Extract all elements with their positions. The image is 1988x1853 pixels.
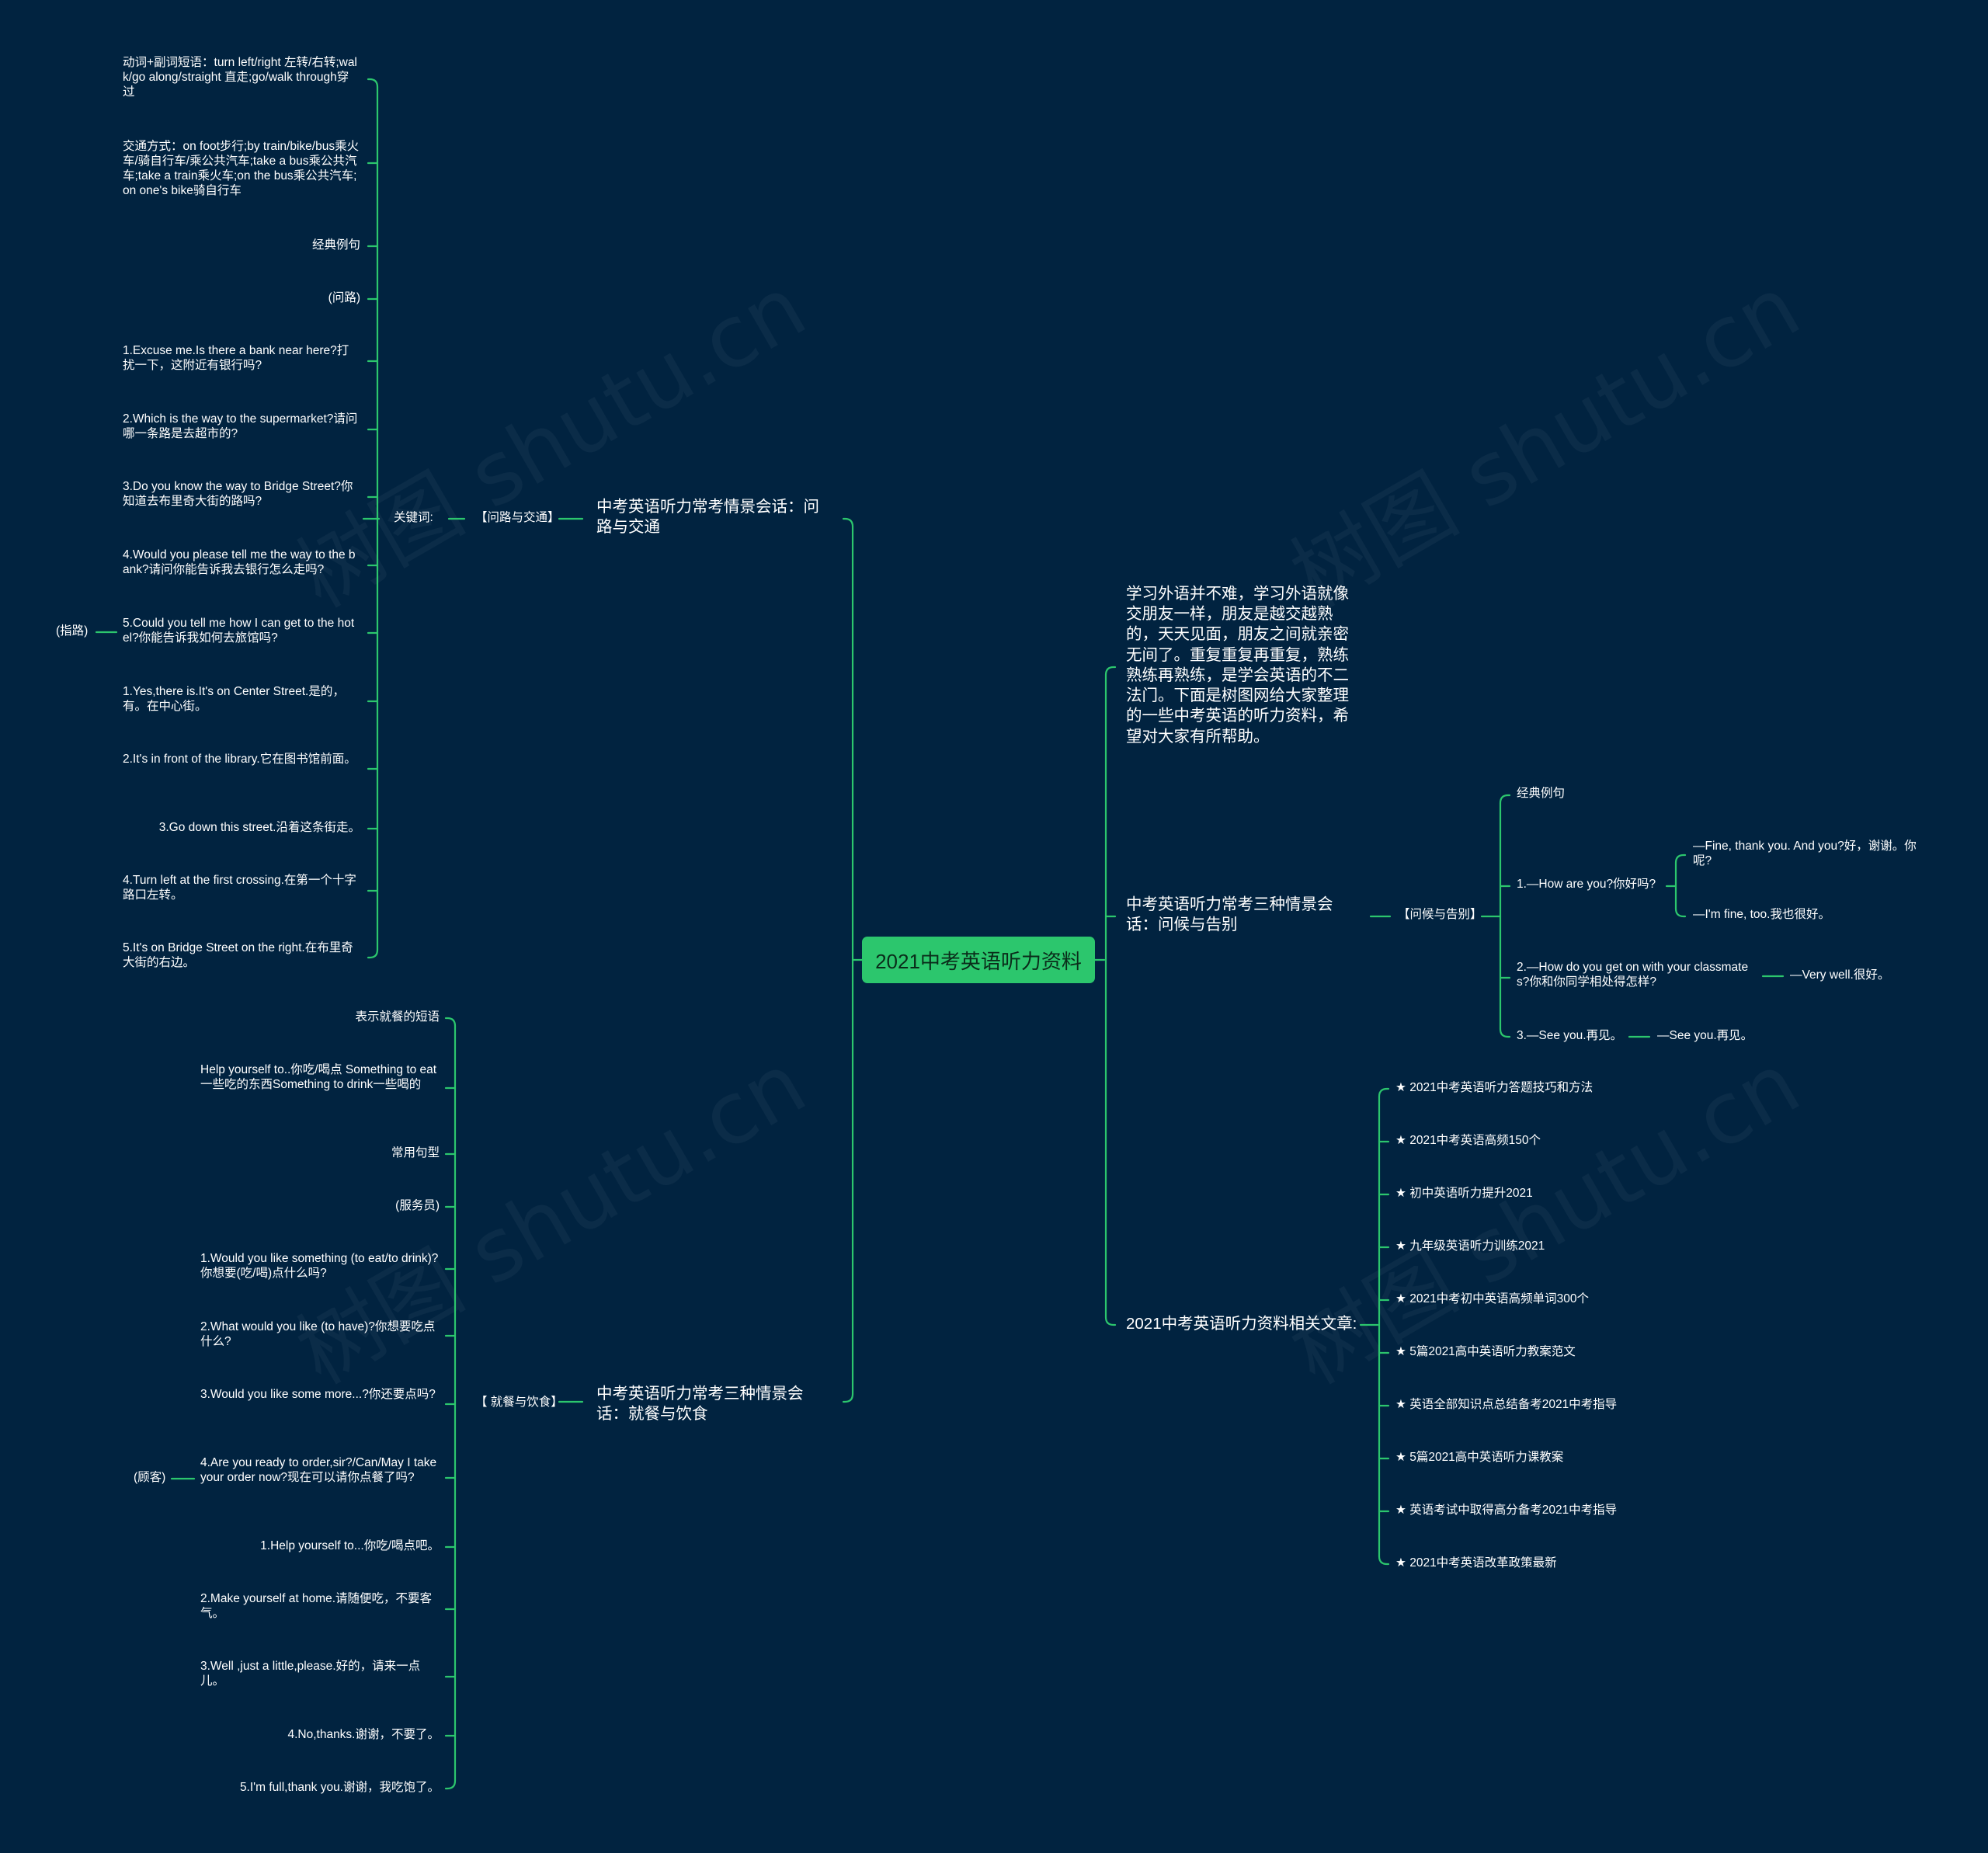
related-article-link[interactable]: ★ 九年级英语听力训练2021 xyxy=(1395,1239,1545,1253)
directions-item[interactable]: 5.It's on Bridge Street on the right.在布里… xyxy=(123,941,353,969)
related-article-link[interactable]: ★ 英语考试中取得高分备考2021中考指导 xyxy=(1395,1504,1618,1517)
connector-line xyxy=(842,1392,854,1403)
dining-item[interactable]: 4.Are you ready to order,sir?/Can/May I … xyxy=(200,1456,437,1484)
directions-item[interactable]: 2.It's in front of the library.它在图书馆前面。 xyxy=(123,753,356,766)
connector-line xyxy=(1499,1027,1511,1038)
dining-item[interactable]: 2.Make yourself at home.请随便吃，不要客气。 xyxy=(200,1592,433,1620)
related-article-link[interactable]: ★ 2021中考英语高频150个 xyxy=(1395,1134,1541,1147)
directions-item[interactable]: 3.Go down this street.沿着这条街走。 xyxy=(158,821,360,834)
greeting-q1[interactable]: 1.—How are you?你好吗? xyxy=(1517,878,1656,891)
connector-line xyxy=(1674,853,1687,864)
dining-item[interactable]: 3.Would you like some more...?你还要点吗? xyxy=(200,1388,436,1401)
greeting-a3[interactable]: —See you.再见。 xyxy=(1657,1029,1753,1042)
directions-label[interactable]: 【问路与交通】 xyxy=(475,511,560,524)
root-node[interactable]: 2021中考英语听力资料 xyxy=(862,937,1095,983)
connector-line xyxy=(367,948,379,959)
directions-item[interactable]: 动词+副词短语：turn left/right 左转/右转;walk/go al… xyxy=(123,56,357,99)
dining-label[interactable]: 【 就餐与饮食】 xyxy=(475,1396,563,1409)
intro-text[interactable]: 学习外语并不难，学习外语就像交朋友一样，朋友是越交越熟的，天天见面，朋友之间就亲… xyxy=(1126,585,1349,746)
related-article-link[interactable]: ★ 2021中考初中英语高频单词300个 xyxy=(1395,1292,1590,1305)
directions-item[interactable]: 交通方式：on foot步行;by train/bike/bus乘火车/骑自行车… xyxy=(123,140,360,197)
directions-pointing[interactable]: (指路) xyxy=(56,624,89,638)
related-article-link[interactable]: ★ 初中英语听力提升2021 xyxy=(1395,1187,1533,1200)
connector-line xyxy=(842,517,854,528)
greeting-a2[interactable]: —Very well.很好。 xyxy=(1790,968,1890,982)
dining-item[interactable]: 2.What would you like (to have)?你想要吃点什么? xyxy=(200,1320,436,1348)
branch-dining[interactable]: 中考英语听力常考三种情景会话：就餐与饮食 xyxy=(596,1385,804,1424)
directions-item[interactable]: 1.Excuse me.Is there a bank near here?打扰… xyxy=(123,344,349,372)
directions-item[interactable]: 4.Would you please tell me the way to th… xyxy=(123,548,356,576)
connector-line xyxy=(367,78,379,89)
greeting-q2[interactable]: 2.—How do you get on with your classmate… xyxy=(1517,961,1749,989)
connector-line xyxy=(1674,907,1687,918)
related-article-link[interactable]: ★ 2021中考英语改革政策最新 xyxy=(1395,1556,1557,1570)
dining-item[interactable]: (服务员) xyxy=(395,1199,440,1212)
dining-item[interactable]: 3.Well ,just a little,please.好的，请来一点儿。 xyxy=(200,1660,421,1688)
dining-item[interactable]: 1.Help yourself to...你吃/喝点吧。 xyxy=(260,1539,440,1552)
branch-directions[interactable]: 中考英语听力常考情景会话：问路与交通 xyxy=(596,498,819,537)
greeting-label[interactable]: 【问候与告别】 xyxy=(1398,908,1482,921)
dining-item[interactable]: 1.Would you like something (to eat/to dr… xyxy=(200,1252,439,1280)
dining-item[interactable]: 表示就餐的短语 xyxy=(355,1010,440,1024)
directions-item[interactable]: 4.Turn left at the first crossing.在第一个十字… xyxy=(123,874,356,902)
branch-greeting[interactable]: 中考英语听力常考三种情景会话：问候与告别 xyxy=(1126,895,1333,934)
directions-keywords[interactable]: 关键词: xyxy=(394,511,433,524)
related-article-link[interactable]: ★ 5篇2021高中英语听力教案范文 xyxy=(1395,1345,1576,1358)
connector-line xyxy=(1378,1087,1390,1098)
related-article-link[interactable]: ★ 2021中考英语听力答题技巧和方法 xyxy=(1395,1081,1594,1094)
root-label: 2021中考英语听力资料 xyxy=(875,949,1082,973)
greeting-a1a[interactable]: —Fine, thank you. And you?好，谢谢。你呢? xyxy=(1693,840,1917,867)
greeting-q3[interactable]: 3.—See you.再见。 xyxy=(1517,1029,1623,1042)
connector-line xyxy=(1378,1555,1390,1566)
related-article-link[interactable]: ★ 英语全部知识点总结备考2021中考指导 xyxy=(1395,1398,1618,1411)
directions-item[interactable]: 5.Could you tell me how I can get to the… xyxy=(123,617,355,645)
directions-item[interactable]: 1.Yes,there is.It's on Center Street.是的，… xyxy=(123,685,345,713)
dining-item[interactable]: 4.No,thanks.谢谢，不要了。 xyxy=(287,1728,440,1741)
dining-customer[interactable]: (顾客) xyxy=(134,1471,166,1484)
dining-item[interactable]: 5.I'm full,thank you.谢谢，我吃饱了。 xyxy=(239,1781,440,1794)
related-article-link[interactable]: ★ 5篇2021高中英语听力课教案 xyxy=(1395,1451,1564,1464)
greeting-example[interactable]: 经典例句 xyxy=(1517,787,1566,800)
directions-item[interactable]: 2.Which is the way to the supermarket?请问… xyxy=(123,412,358,440)
directions-item[interactable]: (问路) xyxy=(328,291,360,304)
dining-item[interactable]: 常用句型 xyxy=(391,1146,440,1159)
related-title[interactable]: 2021中考英语听力资料相关文章: xyxy=(1126,1315,1357,1333)
connector-line xyxy=(444,1779,457,1790)
connector-line xyxy=(444,1017,457,1027)
connector-line xyxy=(1104,666,1117,676)
connector-line xyxy=(1104,1316,1117,1326)
directions-item[interactable]: 3.Do you know the way to Bridge Street?你… xyxy=(123,480,353,508)
connector-line xyxy=(1499,794,1511,805)
directions-item[interactable]: 经典例句 xyxy=(311,238,360,252)
greeting-a1b[interactable]: —I'm fine, too.我也很好。 xyxy=(1693,908,1830,921)
dining-item[interactable]: Help yourself to..你吃/喝点 Something to eat… xyxy=(200,1063,437,1091)
